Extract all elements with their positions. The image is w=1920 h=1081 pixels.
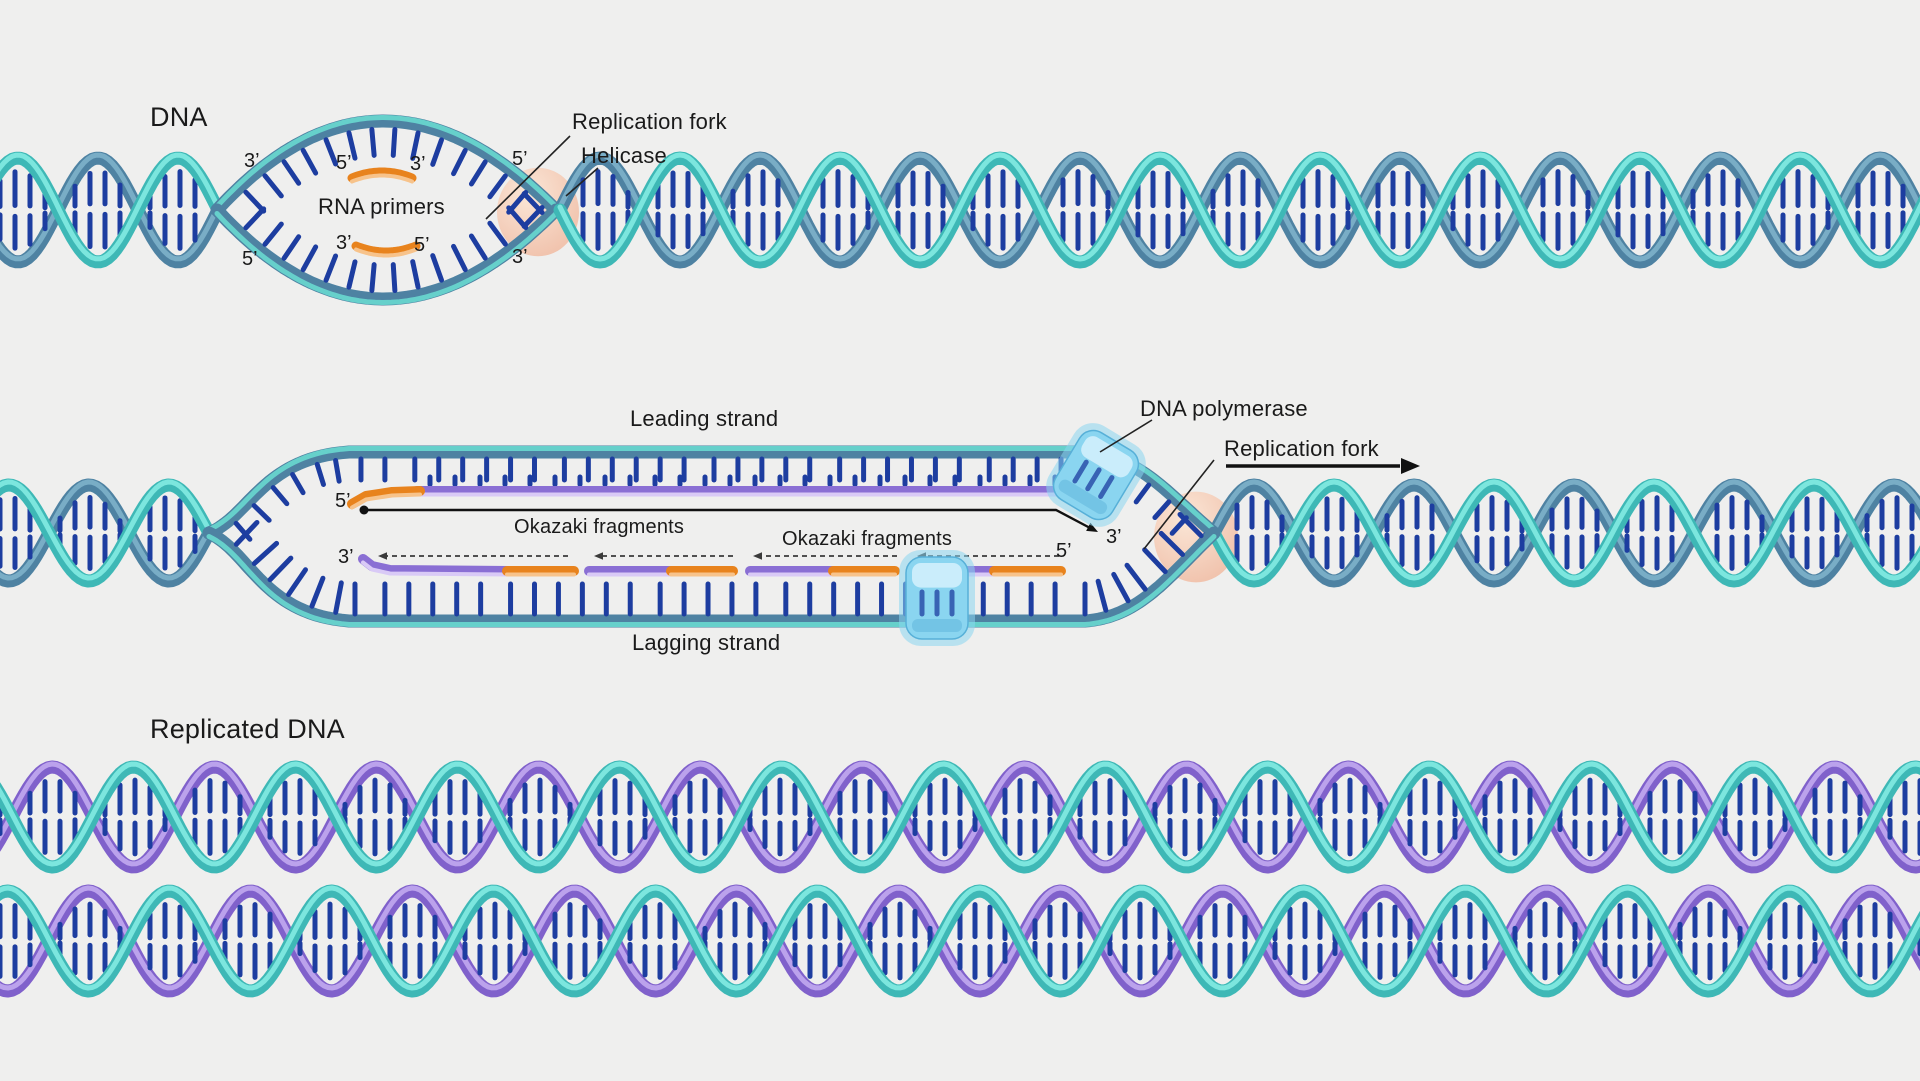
prime-fork-bottom-3: 3’ xyxy=(512,246,528,268)
prime-bubble-inner-bottom-right-5: 5’ xyxy=(414,234,430,256)
replication-fork-label-middle: Replication fork xyxy=(1224,436,1379,461)
replicated-dna-section xyxy=(0,760,1920,998)
lagging-strand-template xyxy=(202,511,1221,628)
rna-primer-top xyxy=(347,167,417,184)
okazaki-direction-arrows xyxy=(378,552,1059,560)
replicated-dna-helix-1 xyxy=(0,760,1920,874)
okazaki-fragment xyxy=(358,554,579,577)
okazaki-fragments-label-leading: Okazaki fragments xyxy=(514,516,685,538)
dna-polymerase-callout: DNA polymerase xyxy=(1140,396,1308,421)
leading-strand-label: Leading strand xyxy=(630,406,779,431)
prime-lagging-left-3: 3’ xyxy=(338,546,354,568)
prime-bubble-outer-top-3: 3’ xyxy=(244,150,260,172)
lagging-strand-label: Lagging strand xyxy=(632,630,781,655)
helicase-callout: Helicase xyxy=(581,143,667,168)
dna-polymerase-lagging xyxy=(899,550,975,646)
prime-bubble-outer-bottom-5: 5’ xyxy=(242,248,258,270)
replication-fork-section xyxy=(0,419,1920,646)
replication-fork-direction-arrow xyxy=(1226,458,1420,474)
rna-primers-callout: RNA primers xyxy=(318,194,445,219)
prime-bubble-inner-bottom-left-3: 3’ xyxy=(336,232,352,254)
okazaki-fragment xyxy=(961,566,1066,577)
replication-fork-callout-top: Replication fork xyxy=(572,109,727,134)
prime-lagging-right-5: 5’ xyxy=(1056,540,1072,562)
rna-primer-bottom xyxy=(351,241,421,258)
prime-leading-end-3: 3’ xyxy=(1106,526,1122,548)
dna-polymerase-leading xyxy=(1046,423,1146,527)
replicated-dna-helix-2 xyxy=(0,884,1920,998)
prime-bubble-inner-top-left-5: 5’ xyxy=(336,152,352,174)
leading-strand-direction-arrow xyxy=(359,505,1098,532)
dna-section-title: DNA xyxy=(150,102,208,132)
okazaki-fragment xyxy=(745,566,900,577)
prime-leading-start-5: 5’ xyxy=(335,490,351,512)
replicated-dna-title: Replicated DNA xyxy=(150,714,345,744)
prime-fork-top-5: 5’ xyxy=(512,148,528,170)
original-dna-section xyxy=(0,114,1920,306)
okazaki-fragments-label-lagging: Okazaki fragments xyxy=(782,528,953,550)
prime-bubble-inner-top-right-3: 3’ xyxy=(410,153,426,175)
okazaki-fragment xyxy=(584,566,738,577)
